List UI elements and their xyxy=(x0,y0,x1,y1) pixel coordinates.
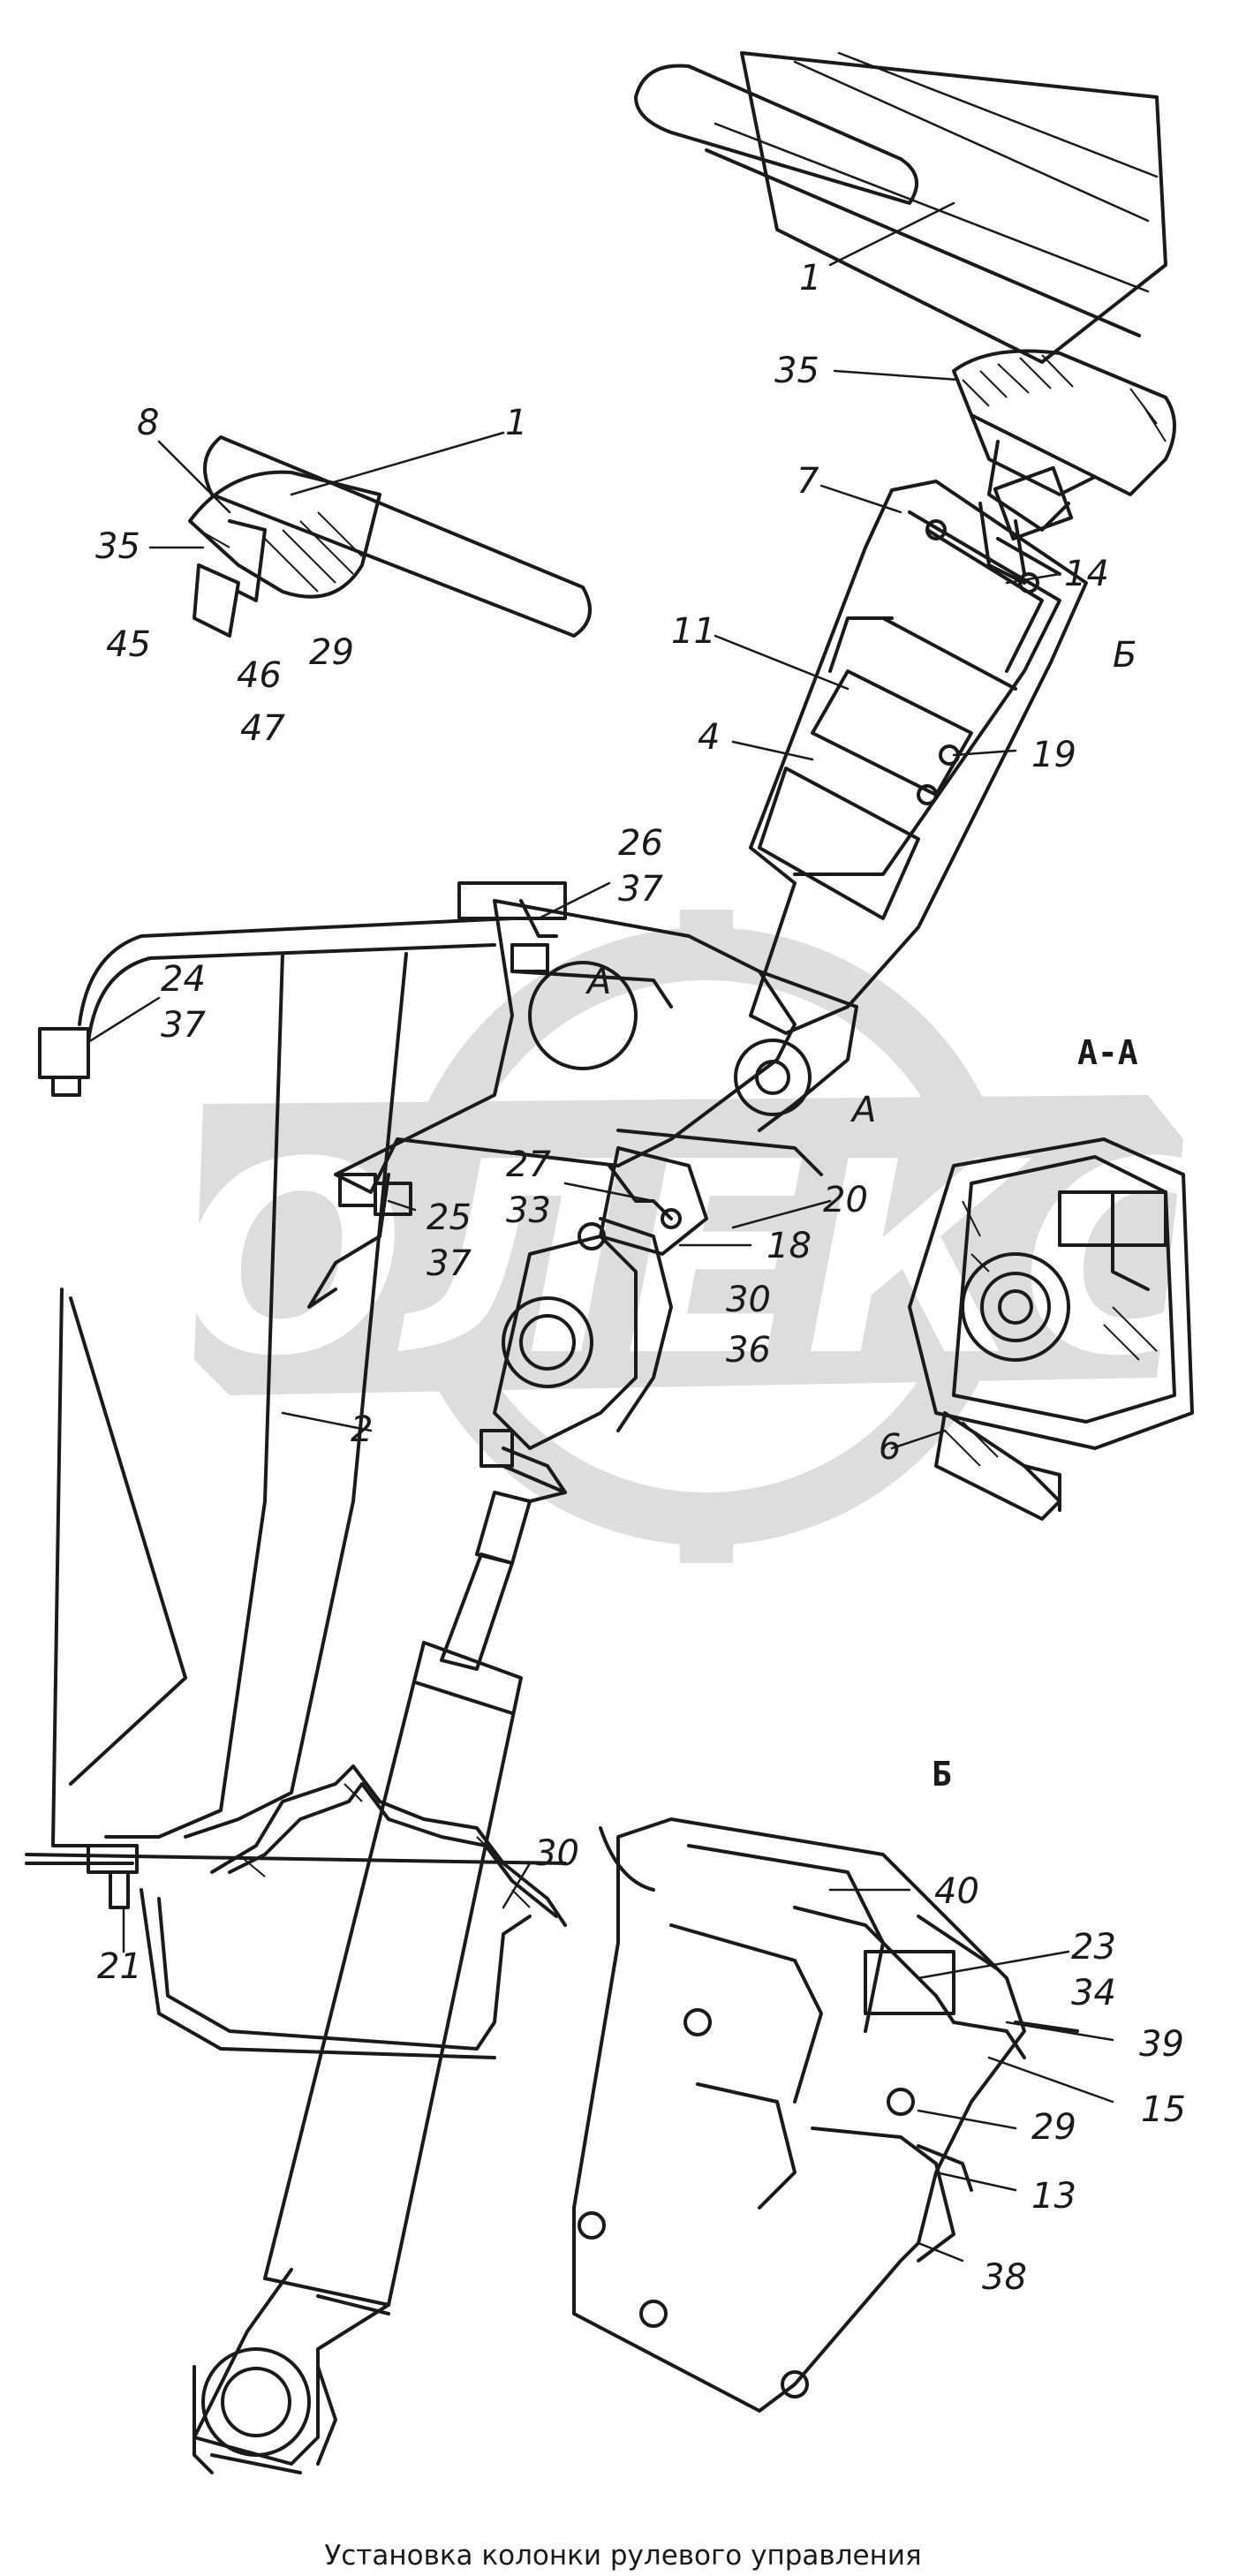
callout-40: 40 xyxy=(934,1871,979,1912)
callout-1-inset: 1 xyxy=(505,403,527,443)
section-label-a-lower: А xyxy=(850,1090,876,1130)
cab-frame-post xyxy=(25,952,567,1909)
callout-15: 15 xyxy=(1141,2089,1186,2130)
callout-19: 19 xyxy=(1031,735,1076,775)
callout-20: 20 xyxy=(823,1180,868,1220)
section-label-b: Б xyxy=(932,1755,952,1794)
callout-30-lower: 30 xyxy=(534,1833,579,1874)
column-mounting-bracket xyxy=(38,881,858,1194)
section-label-a-upper: А xyxy=(585,962,611,1002)
callout-35-inset: 35 xyxy=(95,526,140,567)
callout-39: 39 xyxy=(1139,2024,1184,2065)
inset-hub-detail xyxy=(188,435,592,638)
callout-14: 14 xyxy=(1064,554,1109,594)
callout-38: 38 xyxy=(982,2257,1027,2298)
callout-37-b: 37 xyxy=(161,1005,206,1046)
view-label-b-top: Б xyxy=(1113,635,1137,676)
callout-35-top: 35 xyxy=(774,351,819,391)
callout-45: 45 xyxy=(106,624,151,665)
callout-23: 23 xyxy=(1071,1927,1116,1968)
leader-lines xyxy=(87,201,1114,2262)
callout-13: 13 xyxy=(1031,2176,1076,2217)
callout-8: 8 xyxy=(137,403,159,443)
callout-25: 25 xyxy=(427,1197,472,1238)
callout-2: 2 xyxy=(351,1409,373,1450)
watermark-text: ОЛЕКС xyxy=(179,1106,1217,1414)
callout-11: 11 xyxy=(671,611,716,652)
callout-37-a: 37 xyxy=(618,869,663,910)
callout-7: 7 xyxy=(797,461,819,502)
watermark-logo: ОЛЕКС xyxy=(179,910,1217,1563)
callout-4: 4 xyxy=(698,717,720,758)
callout-27: 27 xyxy=(506,1144,551,1185)
callout-36: 36 xyxy=(726,1330,771,1371)
callout-1-top: 1 xyxy=(799,258,821,298)
callout-24: 24 xyxy=(161,959,206,1000)
section-label-aa: А-А xyxy=(1077,1033,1138,1072)
callout-26: 26 xyxy=(618,823,663,864)
view-b-detail xyxy=(572,1817,1079,2413)
callout-29-b: 29 xyxy=(1031,2107,1076,2148)
section-aa-view xyxy=(908,1137,1194,1521)
callout-29-inset: 29 xyxy=(309,632,354,673)
callout-37-c: 37 xyxy=(427,1243,472,1284)
steering-wheel-rim xyxy=(634,51,1167,364)
callout-46: 46 xyxy=(237,655,282,696)
callout-6: 6 xyxy=(879,1427,901,1468)
steering-wheel-hub xyxy=(952,349,1176,541)
column-upper-housing xyxy=(749,480,1088,1035)
callout-18: 18 xyxy=(766,1226,812,1266)
floor-seal-boot xyxy=(140,1764,567,2059)
callout-47: 47 xyxy=(240,708,285,749)
callout-labels: 1 35 8 1 7 35 14 45 46 29 47 11 4 19 26 … xyxy=(95,258,1186,2298)
callout-33: 33 xyxy=(506,1190,551,1231)
callout-34: 34 xyxy=(1071,1973,1116,2013)
callout-21: 21 xyxy=(97,1946,142,1987)
upper-universal-joint xyxy=(480,1146,708,1503)
diagram-caption: Установка колонки рулевого управления xyxy=(324,2540,922,2572)
callout-30-upper: 30 xyxy=(726,1280,771,1320)
intermediate-shaft xyxy=(193,1491,532,2474)
